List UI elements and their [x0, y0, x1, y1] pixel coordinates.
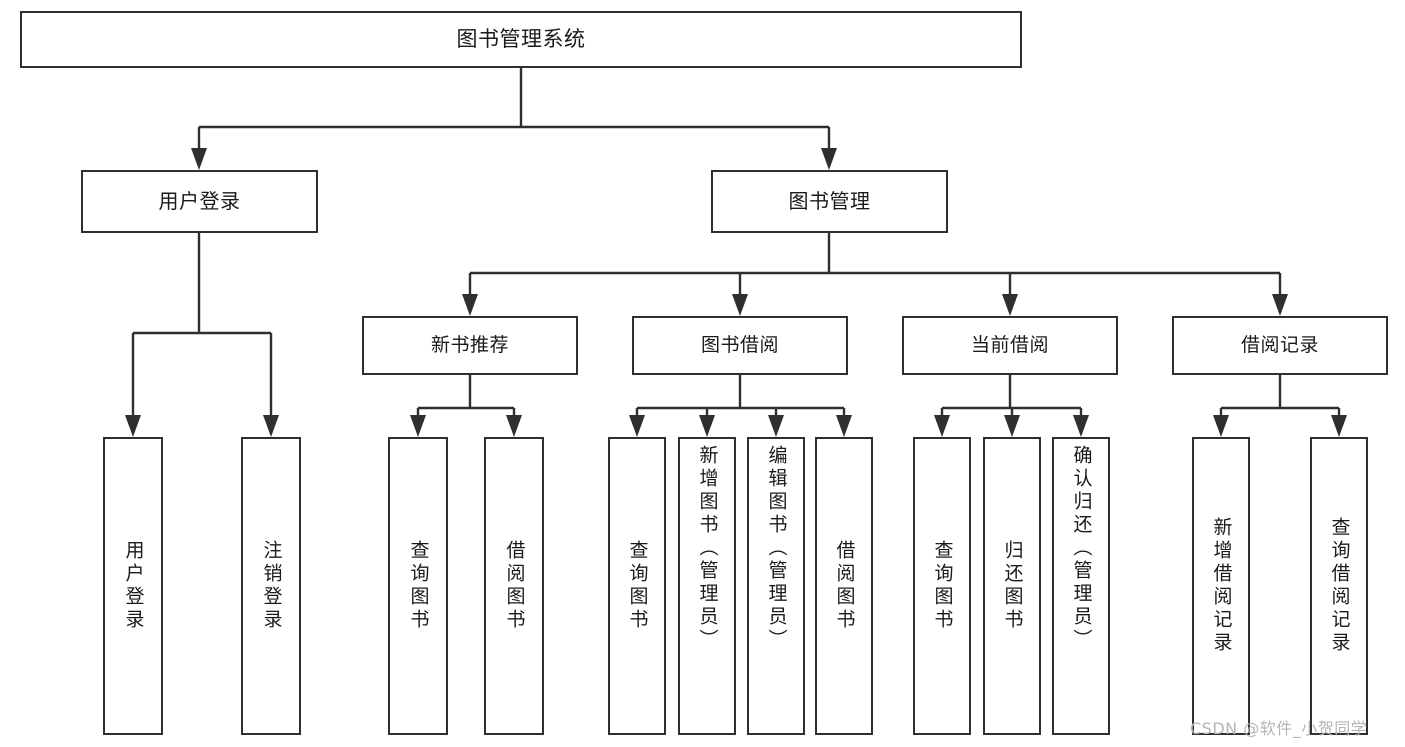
node-leaf-borrow-book[interactable]: 借阅图书: [815, 437, 873, 735]
node-label-new-book-rec: 新书推荐: [430, 334, 509, 357]
node-leaf-query-book-rec[interactable]: 查询图书: [388, 437, 448, 735]
node-label-root: 图书管理系统: [456, 27, 586, 52]
node-leaf-confirm-return-admin[interactable]: 确认归还（管理员）: [1052, 437, 1110, 735]
node-label-leaf-cb-return: 归还图书: [1001, 540, 1024, 632]
arrow-leaf-rec-borrow: [506, 415, 522, 437]
node-leaf-query-book-current[interactable]: 查询图书: [913, 437, 971, 735]
node-user-login[interactable]: 用户登录: [81, 170, 318, 233]
node-leaf-query-book-borrow[interactable]: 查询图书: [608, 437, 666, 735]
arrow-new-book-rec: [462, 294, 478, 316]
node-label-leaf-rec-borrow: 借阅图书: [503, 540, 526, 632]
node-root-system[interactable]: 图书管理系统: [20, 11, 1022, 68]
node-label-leaf-bb-borrow: 借阅图书: [833, 540, 856, 632]
arrow-current-borrow: [1002, 294, 1018, 316]
arrow-leaf-bb-edit: [768, 415, 784, 437]
node-label-leaf-br-query: 查询借阅记录: [1328, 517, 1351, 655]
arrow-root-userlogin: [191, 148, 207, 170]
arrow-leaf-cb-query: [934, 415, 950, 437]
node-leaf-user-login[interactable]: 用户登录: [103, 437, 163, 735]
csdn-watermark: CSDN @软件_小贺同学: [1190, 719, 1368, 738]
node-label-book-manage: 图书管理: [788, 188, 871, 213]
node-label-leaf-user-logout: 注销登录: [260, 540, 283, 632]
node-label-leaf-cb-confirm: 确认归还（管理员）: [1070, 445, 1093, 652]
node-label-leaf-user-login: 用户登录: [122, 540, 145, 632]
arrow-leaf-cb-return: [1004, 415, 1020, 437]
node-leaf-query-borrow-record[interactable]: 查询借阅记录: [1310, 437, 1368, 735]
node-book-manage[interactable]: 图书管理: [711, 170, 948, 233]
node-leaf-user-logout[interactable]: 注销登录: [241, 437, 301, 735]
node-leaf-borrow-book-rec[interactable]: 借阅图书: [484, 437, 544, 735]
node-label-leaf-cb-query: 查询图书: [931, 540, 954, 632]
arrow-borrow-record: [1272, 294, 1288, 316]
arrow-book-borrow: [732, 294, 748, 316]
node-label-leaf-bb-add: 新增图书（管理员）: [696, 445, 719, 652]
node-label-current-borrow: 当前借阅: [970, 334, 1049, 357]
node-label-borrow-record: 借阅记录: [1240, 334, 1319, 357]
arrow-root-bookmanage: [821, 148, 837, 170]
node-leaf-return-book[interactable]: 归还图书: [983, 437, 1041, 735]
node-label-leaf-br-add: 新增借阅记录: [1210, 517, 1233, 655]
node-label-leaf-rec-query: 查询图书: [407, 540, 430, 632]
arrow-leaf-bb-borrow: [836, 415, 852, 437]
node-borrow-record[interactable]: 借阅记录: [1172, 316, 1388, 375]
node-label-leaf-bb-edit: 编辑图书（管理员）: [765, 445, 788, 652]
node-label-book-borrow: 图书借阅: [700, 334, 779, 357]
node-leaf-add-borrow-record[interactable]: 新增借阅记录: [1192, 437, 1250, 735]
arrow-leaf-bb-query: [629, 415, 645, 437]
arrow-leaf-bb-add: [699, 415, 715, 437]
node-new-book-recommend[interactable]: 新书推荐: [362, 316, 578, 375]
node-book-borrow[interactable]: 图书借阅: [632, 316, 848, 375]
node-current-borrow[interactable]: 当前借阅: [902, 316, 1118, 375]
arrow-leaf-rec-query: [410, 415, 426, 437]
arrow-leaf-cb-confirm: [1073, 415, 1089, 437]
node-label-leaf-bb-query: 查询图书: [626, 540, 649, 632]
node-leaf-add-book-admin[interactable]: 新增图书（管理员）: [678, 437, 736, 735]
node-leaf-edit-book-admin[interactable]: 编辑图书（管理员）: [747, 437, 805, 735]
arrow-leaf-br-add: [1213, 415, 1229, 437]
node-label-user-login: 用户登录: [158, 188, 241, 213]
arrow-leaf-user-login: [125, 415, 141, 437]
arrow-leaf-br-query: [1331, 415, 1347, 437]
arrow-leaf-user-logout: [263, 415, 279, 437]
